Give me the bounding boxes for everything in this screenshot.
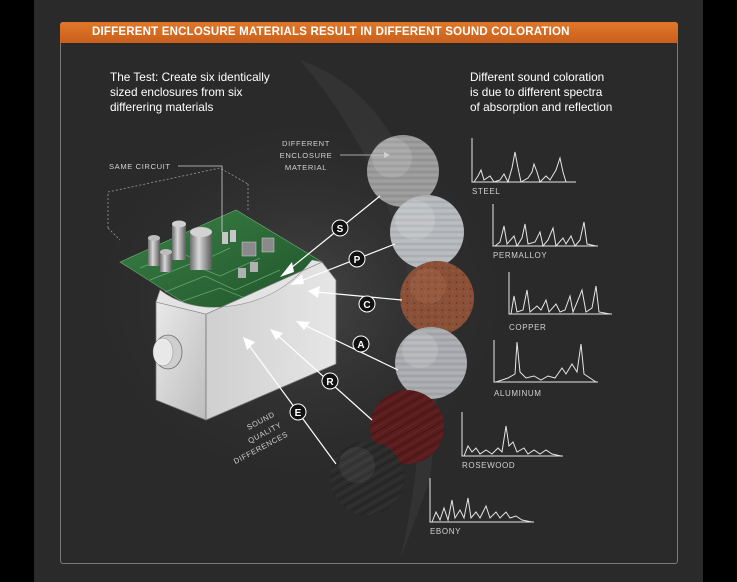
spectrum-label-ebony: EBONY <box>430 527 461 536</box>
same-circuit-leader <box>178 165 223 232</box>
disc-ebony <box>330 441 404 515</box>
enclosure-material-label-line2: ENCLOSURE <box>280 151 333 160</box>
badge-ebony: E <box>289 403 307 421</box>
coloration-text-line2: is due to different spectra <box>470 85 603 99</box>
test-description: The Test: Create six identically sized e… <box>110 70 270 115</box>
badge-letter: R <box>326 377 334 388</box>
coloration-text-line1: Different sound coloration <box>470 70 605 84</box>
badge-steel: S <box>331 219 349 237</box>
material-arrows <box>247 195 403 465</box>
material-discs <box>330 135 474 515</box>
spectra-labels: STEEL PERMALLOY COPPER ALUMINUM ROSEWOOD… <box>430 187 547 536</box>
spectrum-steel <box>471 138 576 184</box>
dotted-outline <box>107 227 121 241</box>
callout-labels: SAME CIRCUIT DIFFERENT ENCLOSURE MATERIA… <box>109 139 332 172</box>
capacitors <box>148 220 275 278</box>
disc-permalloy <box>390 195 464 269</box>
dotted-outline <box>107 167 249 228</box>
same-circuit-label: SAME CIRCUIT <box>109 162 171 171</box>
spectrum-label-aluminum: ALUMINUM <box>494 389 541 398</box>
page-title: DIFFERENT ENCLOSURE MATERIALS RESULT IN … <box>92 26 570 38</box>
disc-aluminum <box>395 327 467 399</box>
badge-aluminum: A <box>352 335 370 353</box>
spectrum-copper <box>508 272 612 315</box>
badge-letter: A <box>357 340 364 351</box>
spectrum-label-rosewood: ROSEWOOD <box>462 461 515 470</box>
spectra-plots <box>429 138 612 523</box>
enclosure-illustration <box>107 167 337 421</box>
arrowheads <box>243 262 320 350</box>
enclosure-top-lip <box>155 259 323 315</box>
spectrum-ebony <box>429 478 534 523</box>
badge-permalloy: P <box>348 250 366 268</box>
spectrum-label-permalloy: PERMALLOY <box>493 251 547 260</box>
spectrum-rosewood <box>461 412 563 457</box>
spectrum-label-copper: COPPER <box>509 323 546 332</box>
badge-copper: C <box>358 295 376 313</box>
enclosure-material-label-line3: MATERIAL <box>285 163 327 172</box>
badge-letter: S <box>337 224 344 235</box>
test-text-line3: differering materials <box>110 100 214 114</box>
test-text-line1: The Test: Create six identically <box>110 70 270 84</box>
badge-letter: E <box>295 408 302 419</box>
material-letter-badges: S P C A R E <box>289 219 376 421</box>
coloration-description: Different sound coloration is due to dif… <box>470 70 612 115</box>
enclosure-material-label-line1: DIFFERENT <box>282 139 330 148</box>
badge-rosewood: R <box>321 372 339 390</box>
disc-copper <box>400 261 474 335</box>
test-text-line2: sized enclosures from six <box>110 85 243 99</box>
spectrum-permalloy <box>492 204 598 248</box>
spectrum-aluminum <box>493 340 598 383</box>
title-bar: DIFFERENT ENCLOSURE MATERIALS RESULT IN … <box>60 22 678 43</box>
spectrum-label-steel: STEEL <box>472 187 500 196</box>
disc-rosewood <box>370 390 444 464</box>
coloration-text-line3: of absorption and reflection <box>470 100 613 114</box>
badge-letter: C <box>363 300 370 311</box>
badge-letter: P <box>354 255 361 266</box>
